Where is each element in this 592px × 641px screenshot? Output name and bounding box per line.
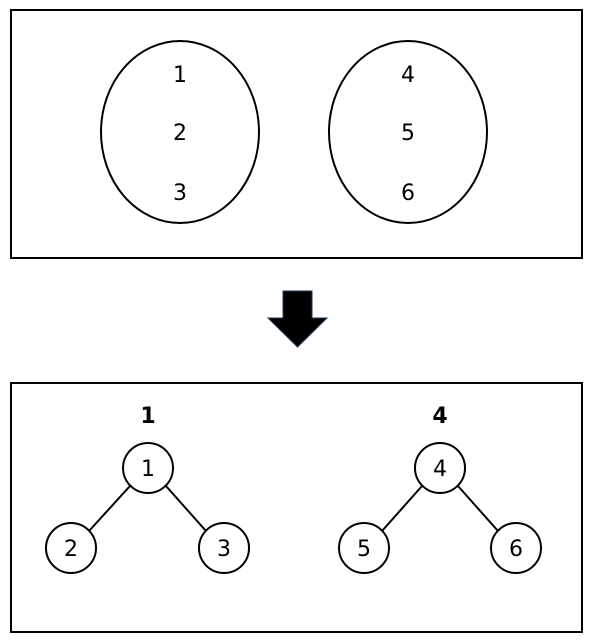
set-right-item-1: 4 xyxy=(401,63,415,88)
tree-left: 1 1 2 3 xyxy=(45,404,250,574)
tree-right-label: 4 xyxy=(432,404,447,429)
set-right-item-3: 6 xyxy=(401,181,415,206)
set-left: 1 2 3 xyxy=(100,40,260,224)
tree-right: 4 4 5 6 xyxy=(338,404,542,574)
tree-left-edge-right xyxy=(165,485,207,532)
tree-right-child-left-label: 5 xyxy=(357,537,371,562)
tree-right-child-right-node xyxy=(490,522,542,574)
tree-left-child-right-node xyxy=(198,522,250,574)
tree-right-edge-right xyxy=(457,485,499,532)
tree-right-edge-left xyxy=(381,485,423,532)
set-left-item-3: 3 xyxy=(173,181,187,206)
set-right: 4 5 6 xyxy=(328,40,488,224)
down-arrow-icon xyxy=(266,290,329,348)
tree-left-edge-left xyxy=(88,485,131,532)
tree-right-root-label: 4 xyxy=(433,457,447,482)
tree-left-child-left-node xyxy=(45,522,97,574)
tree-left-root-label: 1 xyxy=(141,457,155,482)
set-left-ellipse xyxy=(100,40,260,224)
tree-left-child-left-label: 2 xyxy=(64,537,78,562)
tree-right-child-left-node xyxy=(338,522,390,574)
tree-left-root-node xyxy=(122,442,174,494)
tree-right-root-node xyxy=(414,442,466,494)
set-right-item-2: 5 xyxy=(401,121,415,146)
top-panel xyxy=(10,9,583,259)
set-left-item-1: 1 xyxy=(173,63,187,88)
bottom-panel xyxy=(10,382,583,633)
set-right-ellipse xyxy=(328,40,488,224)
tree-left-child-right-label: 3 xyxy=(217,537,231,562)
tree-right-child-right-label: 6 xyxy=(509,537,523,562)
set-left-item-2: 2 xyxy=(173,121,187,146)
tree-left-label: 1 xyxy=(140,404,155,429)
